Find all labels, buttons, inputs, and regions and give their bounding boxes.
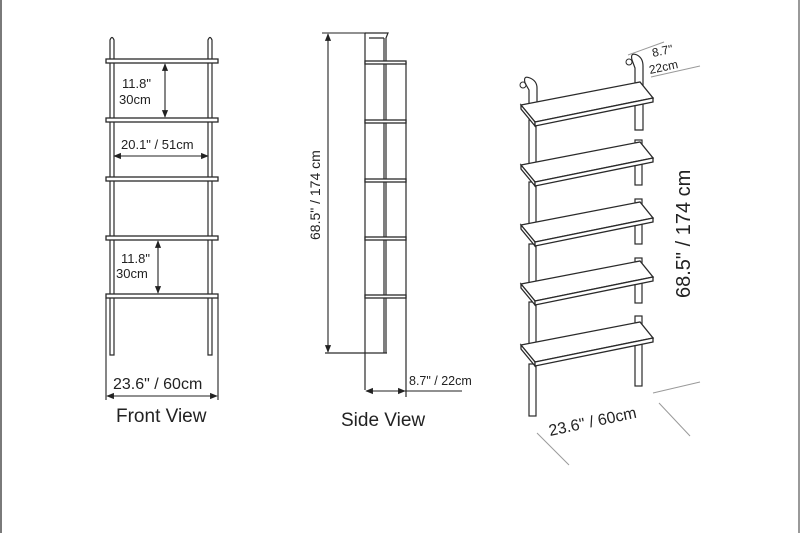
side-shelf-4 bbox=[364, 236, 407, 241]
front-spacing-bottom-imperial: 11.8" bbox=[121, 251, 150, 266]
perspective-view: 8.7" 22cm 68.5" / 174 cm 23.6" / 60cm bbox=[519, 41, 701, 466]
persp-height: 68.5" / 174 cm bbox=[673, 170, 695, 298]
side-view: 68.5" / 174 cm 8.7" / 22cm Side View bbox=[307, 32, 472, 431]
right-border bbox=[798, 0, 800, 533]
front-spacing-bottom-metric: 30cm bbox=[116, 266, 148, 281]
front-shelf-1 bbox=[105, 58, 219, 64]
side-depth: 8.7" / 22cm bbox=[409, 374, 472, 388]
side-shelf-1 bbox=[364, 60, 407, 65]
persp-depth-metric: 22cm bbox=[648, 57, 680, 77]
side-shelf-5 bbox=[364, 294, 407, 299]
front-overall-width: 23.6" / 60cm bbox=[113, 376, 202, 393]
persp-width: 23.6" / 60cm bbox=[547, 405, 638, 440]
front-shelf-2 bbox=[105, 117, 219, 123]
persp-shelf-1 bbox=[519, 81, 655, 128]
front-view: 11.8" 30cm 20.1" / 51cm 11.8" 30cm 23.6"… bbox=[105, 36, 219, 427]
side-shelf-2 bbox=[364, 119, 407, 124]
persp-shelf-5 bbox=[519, 321, 655, 368]
persp-shelf-4 bbox=[519, 260, 655, 307]
front-shelf-3 bbox=[105, 176, 219, 182]
left-border bbox=[0, 0, 2, 533]
side-view-caption: Side View bbox=[341, 410, 425, 431]
persp-depth-imperial: 8.7" bbox=[651, 42, 674, 60]
persp-shelf-3 bbox=[519, 201, 655, 248]
front-left-upright bbox=[109, 36, 115, 356]
persp-shelf-2 bbox=[519, 141, 655, 188]
front-spacing-top-metric: 30cm bbox=[119, 92, 151, 107]
front-right-upright bbox=[207, 36, 213, 356]
front-view-caption: Front View bbox=[116, 406, 207, 427]
side-height: 68.5" / 174 cm bbox=[307, 150, 323, 240]
front-shelf-4 bbox=[105, 235, 219, 241]
front-inner-width: 20.1" / 51cm bbox=[121, 137, 194, 152]
persp-front-upright bbox=[523, 76, 538, 111]
front-spacing-top-imperial: 11.8" bbox=[122, 76, 151, 91]
side-shelf-3 bbox=[364, 178, 407, 183]
side-upright bbox=[364, 32, 389, 390]
front-shelf-5 bbox=[105, 293, 219, 299]
